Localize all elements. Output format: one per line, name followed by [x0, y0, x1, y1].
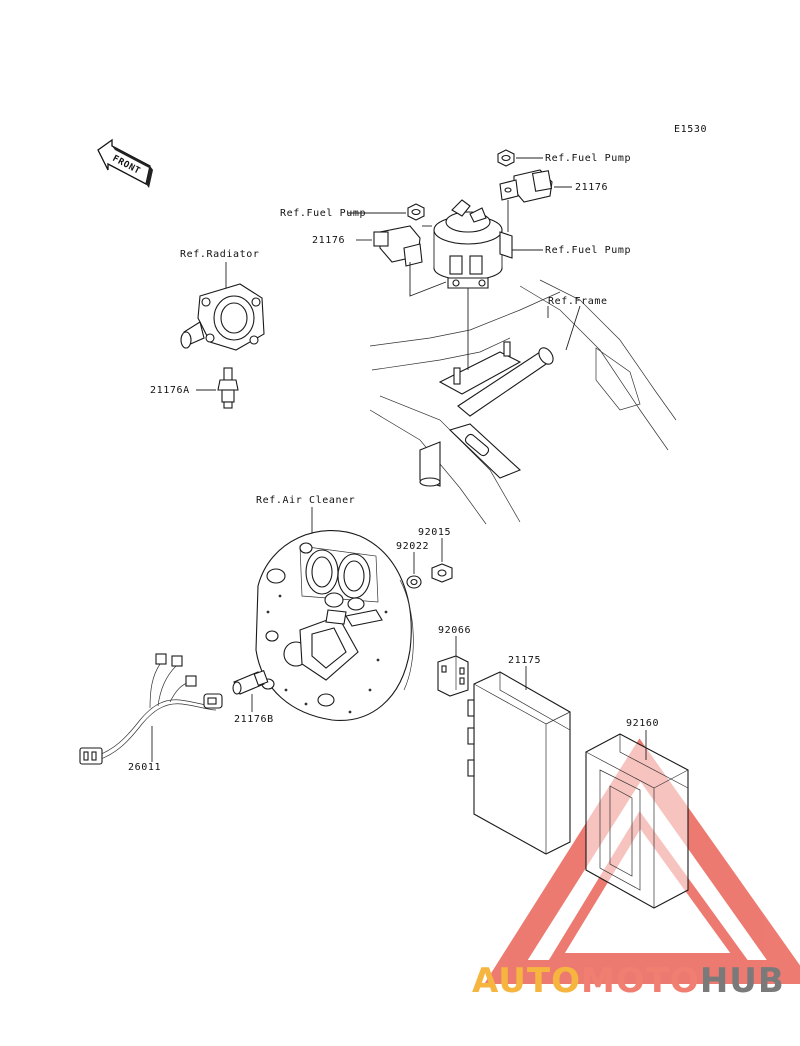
svg-text:AUTOMOTOHUB: AUTOMOTOHUB — [472, 961, 785, 1001]
label-ref-radiator: Ref.Radiator — [180, 249, 259, 260]
washer-92022 — [406, 575, 422, 589]
label-ref-air-cleaner: Ref.Air Cleaner — [256, 495, 355, 506]
sensor-21176-top — [499, 169, 553, 203]
label-21176-top: 21176 — [575, 182, 608, 193]
label-92160: 92160 — [626, 718, 659, 729]
label-26011: 26011 — [128, 762, 161, 773]
sensor-21176B — [232, 669, 269, 695]
label-92015: 92015 — [418, 527, 451, 538]
label-ref-frame: Ref.Frame — [548, 296, 608, 307]
label-21175: 21175 — [508, 655, 541, 666]
watermark-text: AUTOMOTOHUB — [472, 961, 785, 1001]
fuel-pump-assembly — [433, 199, 513, 310]
nut-92015 — [431, 563, 453, 583]
label-92066: 92066 — [438, 625, 471, 636]
label-21176A: 21176A — [150, 385, 190, 396]
wire-harness-26011 — [79, 653, 223, 765]
connector-92066 — [437, 655, 469, 697]
label-ref-fuel-pump-left: Ref.Fuel Pump — [280, 208, 366, 219]
flange-bolt-left — [407, 203, 425, 221]
label-92022: 92022 — [396, 541, 429, 552]
label-21176B: 21176B — [234, 714, 274, 725]
flange-bolt-top — [497, 149, 515, 167]
watermark-part-moto: MOTO — [581, 961, 700, 1001]
watermark-part-auto: AUTO — [472, 961, 581, 1001]
label-21176-left: 21176 — [312, 235, 345, 246]
diagram-code: E1530 — [674, 124, 707, 135]
label-ref-fuel-pump-right: Ref.Fuel Pump — [545, 245, 631, 256]
air-cleaner-case — [255, 530, 414, 721]
frame — [369, 279, 677, 525]
thermostat-housing — [180, 283, 265, 351]
watermark-logo — [484, 738, 800, 984]
sensor-21176A — [217, 367, 239, 409]
sensor-21176-left — [373, 225, 423, 267]
ecu-21175 — [467, 671, 571, 855]
watermark-part-hub: HUB — [700, 961, 785, 1001]
front-arrow-icon: FRONT — [97, 138, 153, 188]
label-ref-fuel-pump-top: Ref.Fuel Pump — [545, 153, 631, 164]
case-92160 — [585, 733, 689, 909]
